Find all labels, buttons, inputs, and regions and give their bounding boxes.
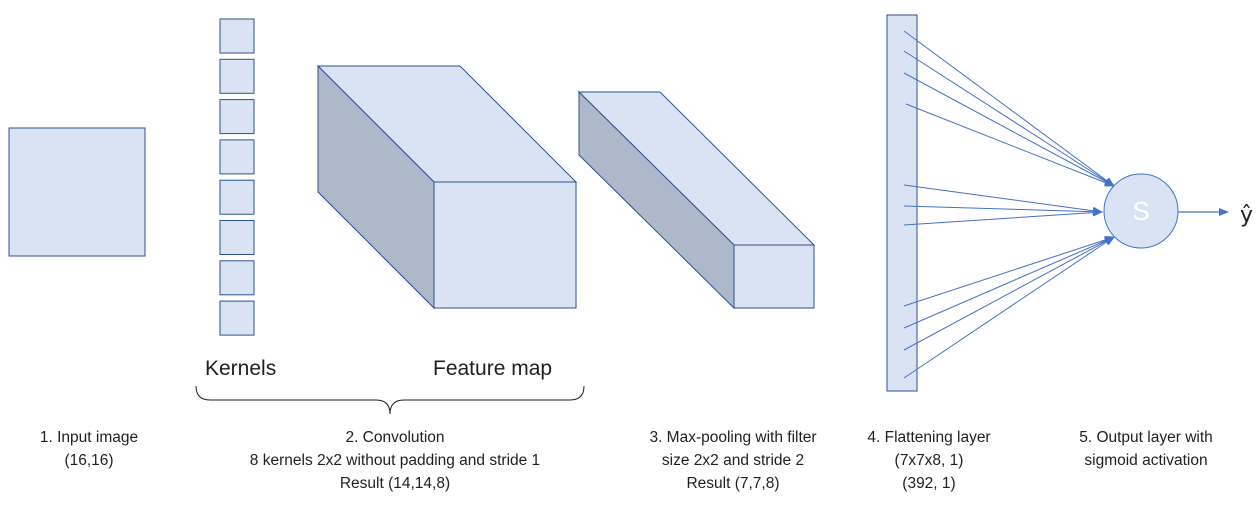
- output-node: [1103, 173, 1179, 249]
- connection-line: [903, 72, 1115, 187]
- flattening-bar: [886, 14, 918, 392]
- pooling-front-face: [733, 244, 815, 309]
- step-1-caption-line: 1. Input image: [40, 429, 138, 446]
- connection-line: [903, 205, 1103, 216]
- max-pooling-cuboid: [577, 90, 816, 310]
- step-4-caption-line: (7x7x8, 1): [895, 452, 964, 469]
- step-3-caption-line: Result (7,7,8): [686, 475, 779, 492]
- kernel-square: [219, 179, 255, 215]
- kernel-square: [219, 18, 255, 54]
- connection-line: [903, 236, 1115, 351]
- input-image-square: [8, 127, 146, 257]
- connection-lines: [903, 30, 1115, 379]
- convolution-brace: [195, 385, 585, 415]
- connection-line: [903, 50, 1115, 187]
- step-5-caption-line: 5. Output layer with: [1079, 429, 1213, 446]
- connection-line: [903, 30, 1115, 187]
- output-symbol: ŷ: [1240, 203, 1253, 228]
- kernel-square: [219, 99, 255, 135]
- kernel-square: [219, 300, 255, 336]
- connection-line: [903, 208, 1103, 226]
- kernel-square: [219, 220, 255, 255]
- step-3-caption-line: size 2x2 and stride 2: [662, 452, 804, 469]
- step-3-caption-line: 3. Max-pooling with filter: [649, 429, 816, 446]
- output-node-label: S: [1132, 196, 1149, 226]
- step-4-caption-line: 4. Flattening layer: [867, 429, 990, 446]
- step-captions: 1. Input image (16,16) 2. Convolution 8 ker…: [40, 429, 1213, 492]
- step-1-caption-line: (16,16): [64, 452, 113, 469]
- step-2-caption-line: 2. Convolution: [345, 429, 444, 446]
- connection-line: [905, 103, 1115, 187]
- connection-line: [903, 184, 1103, 215]
- kernel-square: [219, 58, 255, 94]
- feature-map-label: Feature map: [433, 357, 552, 380]
- feature-map-cuboid: [316, 64, 578, 310]
- connection-line: [903, 236, 1115, 379]
- connection-line: [903, 236, 1115, 329]
- step-4-caption-line: (392, 1): [902, 475, 955, 492]
- connection-line: [903, 236, 1115, 307]
- feature-map-front-face: [433, 181, 577, 309]
- kernels-label: Kernels: [205, 357, 276, 380]
- kernel-square: [219, 260, 255, 296]
- step-5-caption-line: sigmoid activation: [1084, 452, 1207, 469]
- step-2-caption-line: 8 kernels 2x2 without padding and stride…: [250, 452, 540, 469]
- kernel-square: [219, 139, 255, 175]
- step-2-caption-line: Result (14,14,8): [340, 475, 450, 492]
- kernels-column: [219, 18, 255, 336]
